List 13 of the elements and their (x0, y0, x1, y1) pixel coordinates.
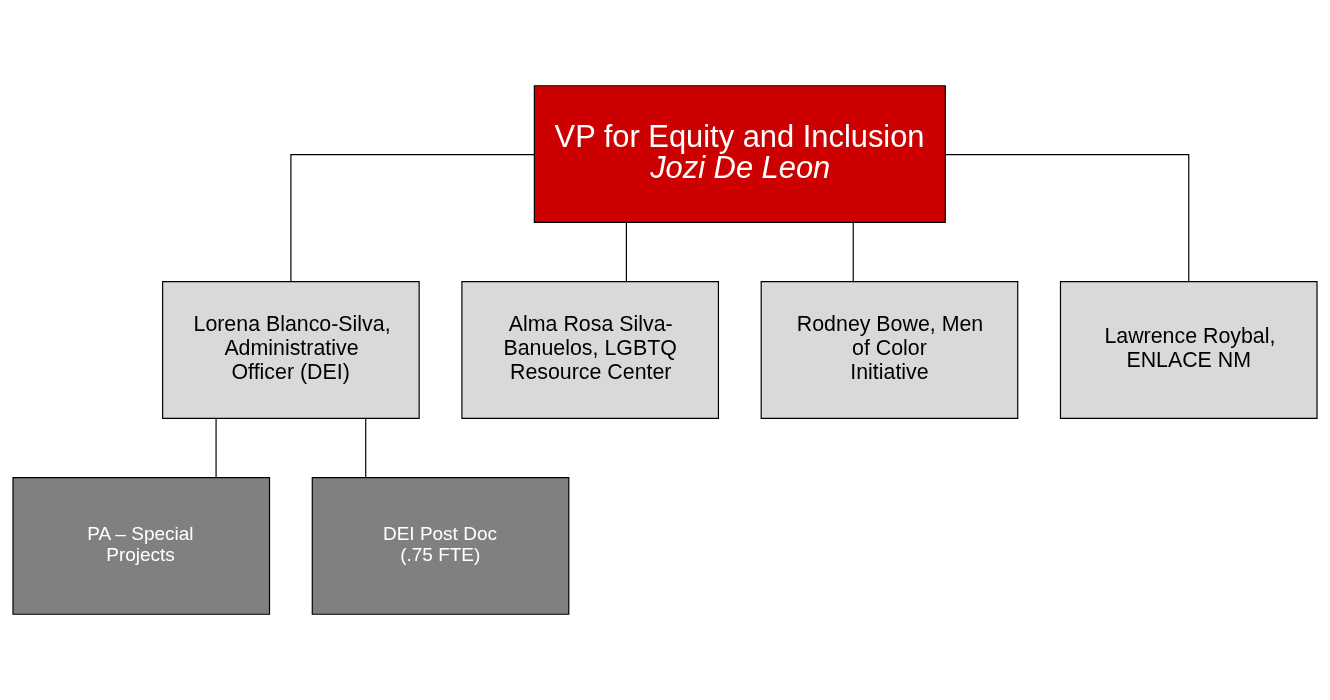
node-box: Rodney Bowe, Men of Color Initiative (760, 281, 1019, 419)
connector (625, 222, 627, 283)
connector (944, 154, 1190, 283)
connector (852, 222, 854, 283)
connector (290, 154, 535, 283)
node-box: Alma Rosa Silva-Banuelos, LGBTQ Resource Center (461, 281, 720, 419)
node-box: PA – Special Projects (12, 477, 271, 615)
node-box: VP for Equity and Inclusion Jozi De Leon (533, 85, 946, 223)
node-box: Lorena Blanco-Silva, Administrative Officer (DEI) (162, 281, 420, 419)
node-box: DEI Post Doc (.75 FTE) (311, 477, 570, 615)
connector (215, 417, 217, 479)
node-box: Lawrence Roybal, ENLACE NM (1059, 281, 1318, 419)
connector (365, 417, 367, 479)
